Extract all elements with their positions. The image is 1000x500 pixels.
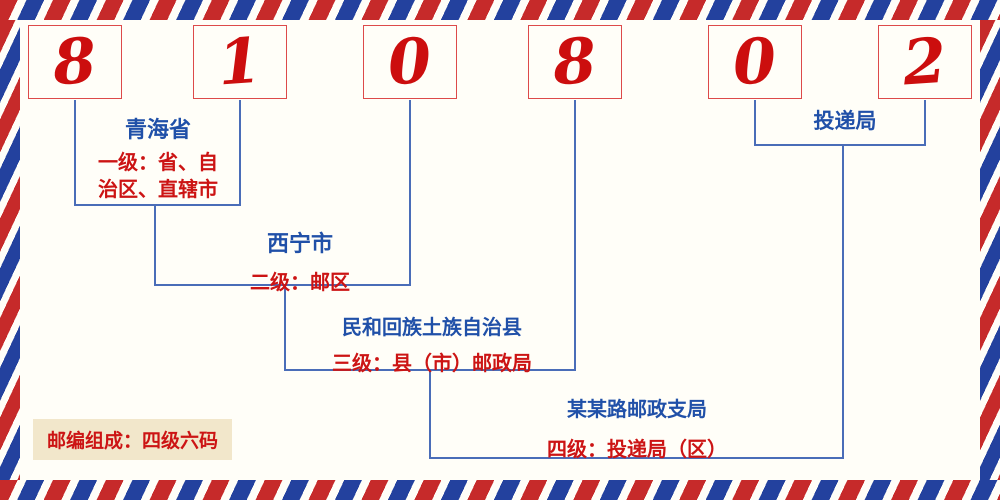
digit-5: 0 [730, 23, 780, 100]
province-name: 青海省 [124, 117, 191, 142]
line-branch [429, 145, 844, 459]
branch-level-desc: 四级：投递局（区） [547, 439, 727, 461]
envelope-stripe-bottom [0, 480, 1000, 500]
digit-3: 0 [385, 23, 435, 100]
digit-box-1: 8 [28, 23, 122, 100]
envelope-stripe-top [0, 0, 1000, 20]
province-level-desc: 一级：省、自 治区、直辖市 [58, 150, 258, 204]
county-name: 民和回族土族自治县 [342, 317, 522, 339]
digit-1: 8 [50, 23, 100, 100]
envelope-stripe-right [980, 20, 1000, 480]
digit-box-6: 2 [878, 23, 972, 100]
province-level-desc-line2: 治区、直辖市 [98, 179, 218, 201]
bracket-province [74, 100, 241, 206]
annotation-delivery: 投递局 [765, 105, 925, 135]
digit-box-2: 1 [193, 23, 287, 100]
annotation-city: 西宁市 二级：邮区 [200, 226, 400, 295]
county-level-desc: 三级：县（市）邮政局 [332, 353, 532, 375]
digit-4: 8 [550, 23, 600, 100]
digit-box-5: 0 [708, 23, 802, 100]
city-level-desc: 二级：邮区 [250, 272, 350, 294]
annotation-county: 民和回族土族自治县 三级：县（市）邮政局 [282, 311, 582, 376]
annotation-branch: 某某路邮政支局 四级：投递局（区） [487, 393, 787, 462]
delivery-office-name: 投递局 [813, 110, 877, 133]
digit-box-4: 8 [528, 23, 622, 100]
line-city [154, 100, 411, 286]
composition-label: 邮编组成：四级六码 [33, 419, 233, 460]
digit-box-3: 0 [363, 23, 457, 100]
digit-2: 1 [215, 23, 265, 100]
branch-name: 某某路邮政支局 [567, 399, 707, 421]
bracket-delivery [754, 100, 926, 146]
annotation-province: 青海省 一级：省、自 治区、直辖市 [58, 112, 258, 204]
digit-6: 2 [900, 23, 950, 100]
city-name: 西宁市 [266, 231, 333, 256]
envelope-stripe-left [0, 20, 20, 480]
province-level-desc-line1: 一级：省、自 [98, 152, 218, 174]
